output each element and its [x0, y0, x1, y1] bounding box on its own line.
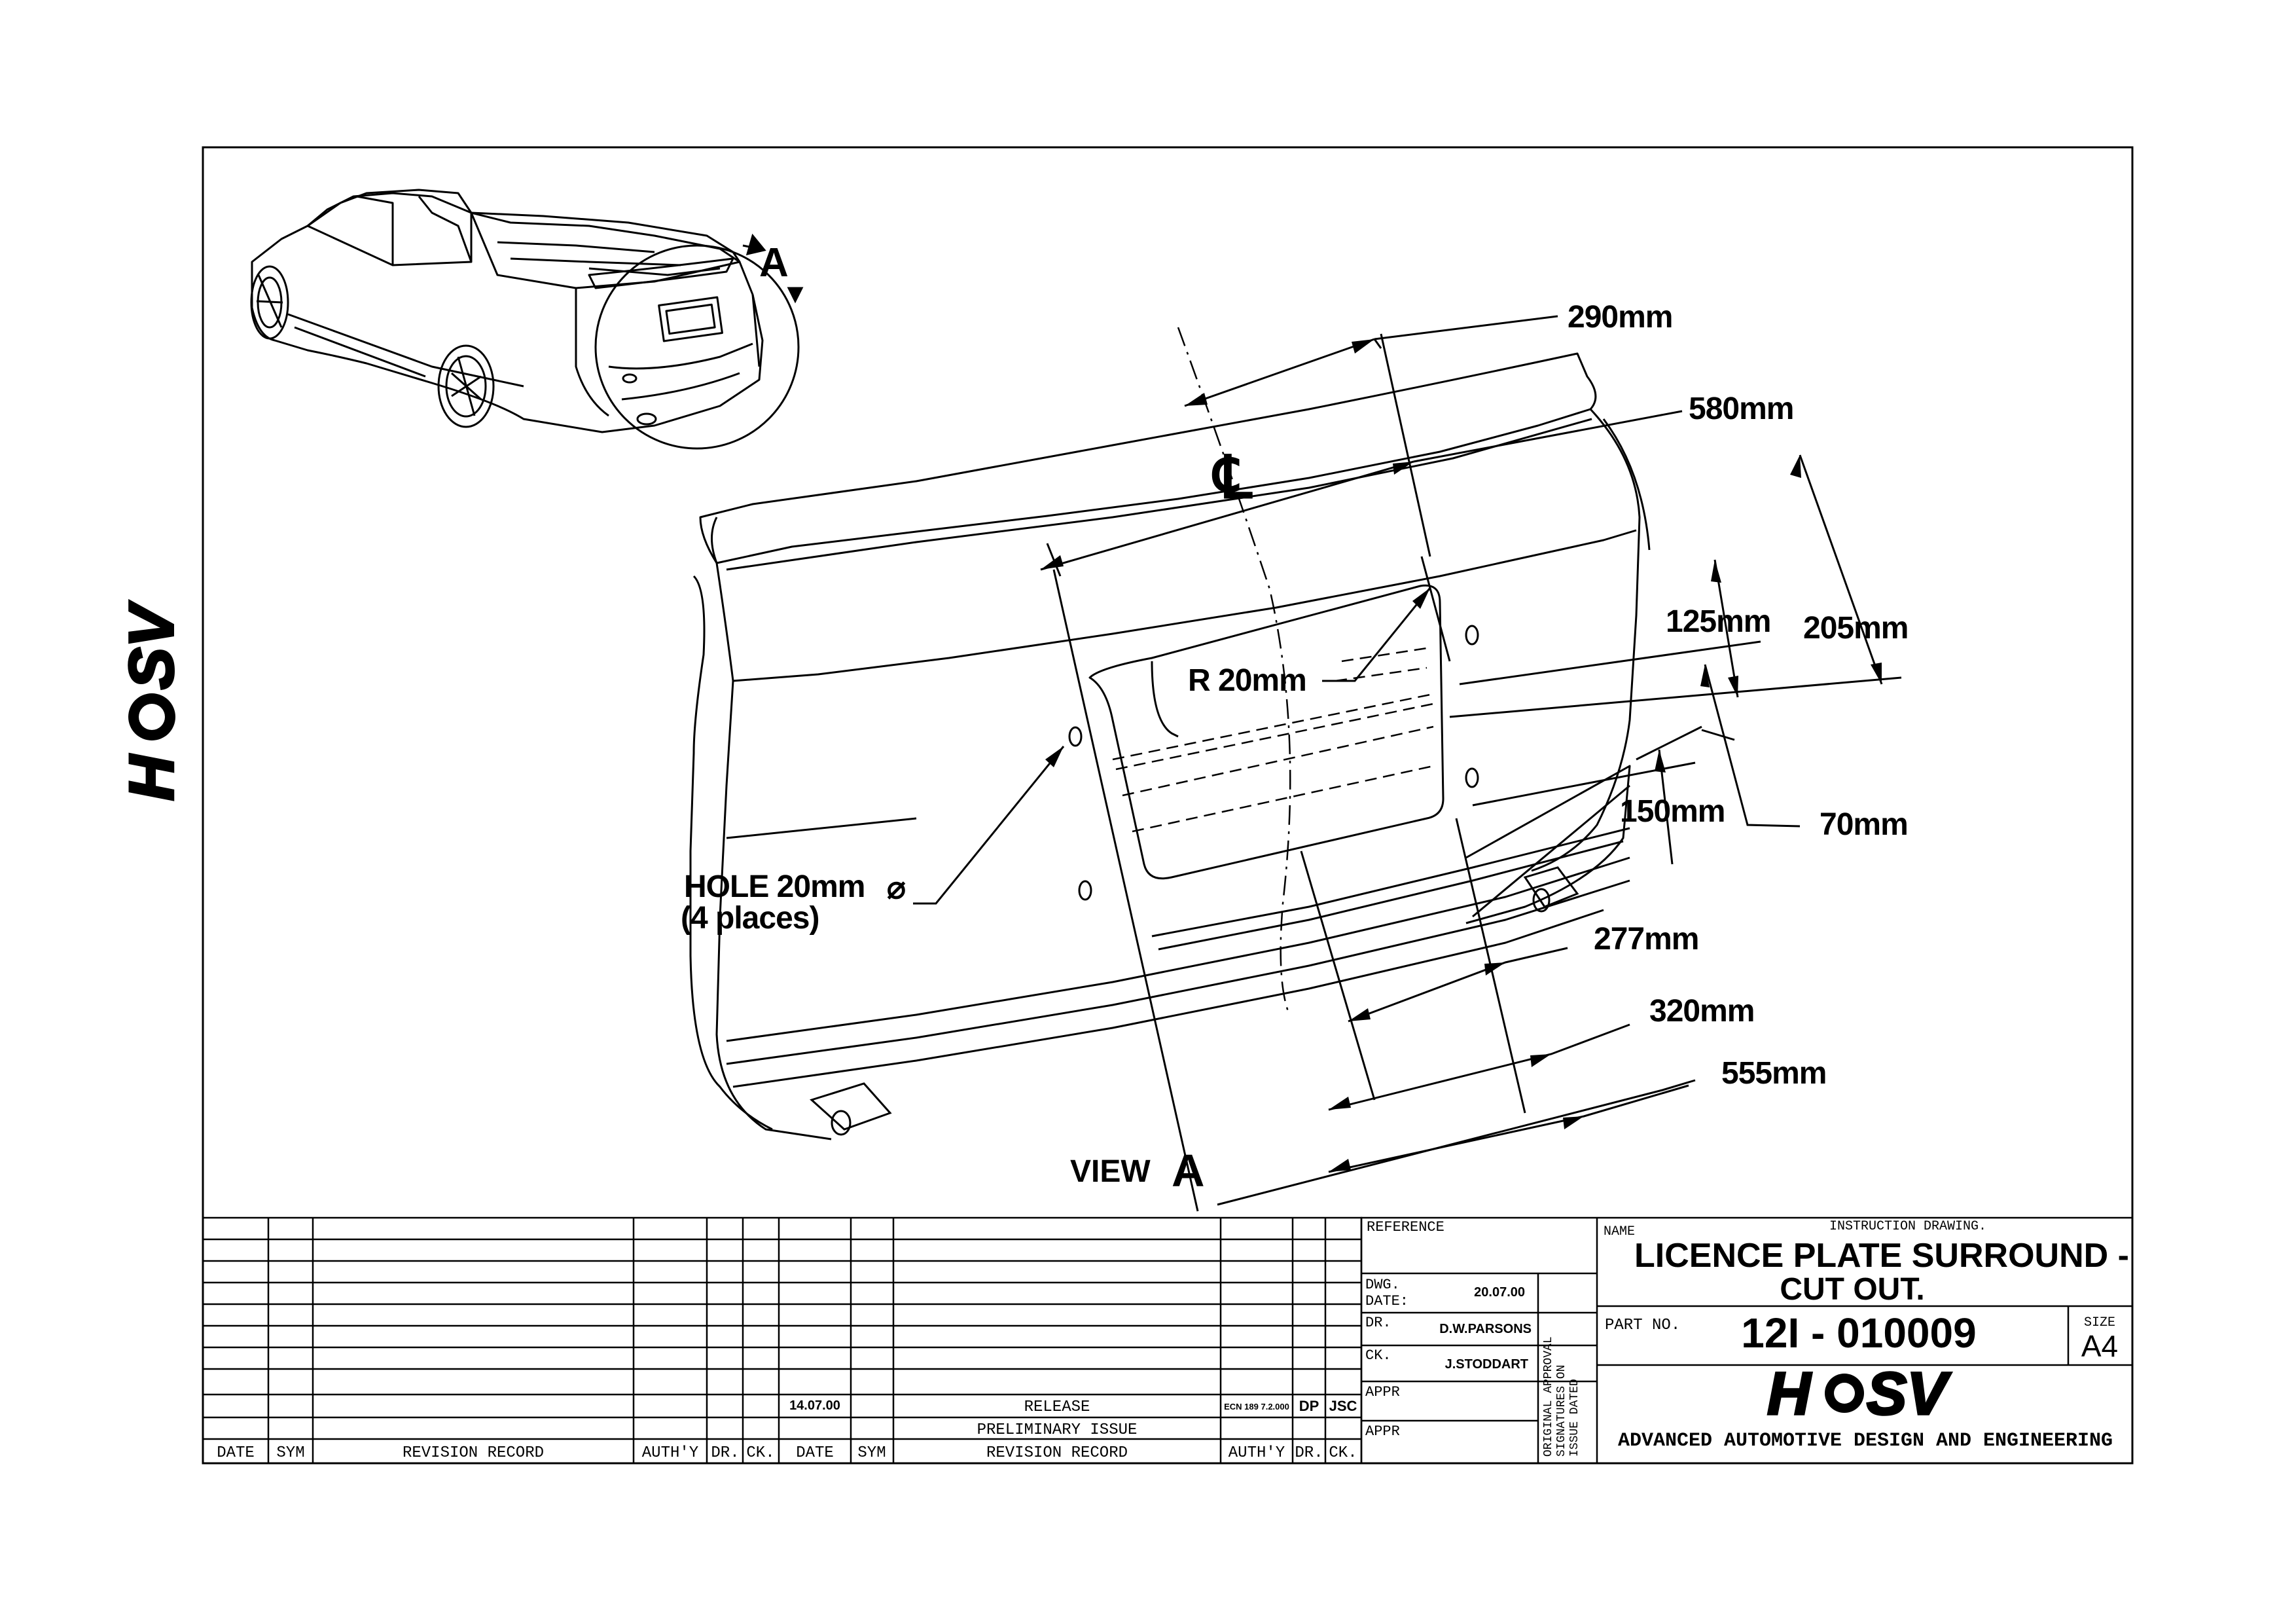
release-auth: ECN 189 7.2.000	[1224, 1402, 1289, 1412]
rev-header-auth-right: AUTH'Y	[1229, 1444, 1285, 1462]
hole-upper-right	[1465, 625, 1479, 646]
release-date: 14.07.00	[789, 1398, 840, 1413]
dwg-date-label-2: DATE:	[1365, 1293, 1408, 1309]
dimension-125: 125mm	[1666, 604, 1770, 639]
preliminary-record: PRELIMINARY ISSUE	[977, 1421, 1138, 1439]
dimension-150: 150mm	[1620, 794, 1725, 829]
title-line1: LICENCE PLATE SURROUND -	[1634, 1237, 2129, 1275]
appr-label-1: APPR	[1365, 1384, 1400, 1400]
dimension-320: 320mm	[1649, 994, 1754, 1029]
dr-label: DR.	[1365, 1315, 1391, 1331]
dimension-arrowheads	[1041, 339, 1882, 1172]
tailgate-outline	[689, 352, 1651, 1140]
appr-label-2: APPR	[1365, 1423, 1400, 1440]
dimension-205: 205mm	[1803, 611, 1908, 646]
rev-header-record-left: REVISION RECORD	[403, 1444, 544, 1462]
rev-header-ck-right: CK.	[1329, 1444, 1357, 1462]
part-no: 12I - 010009	[1741, 1309, 1976, 1357]
callout-letter-a: A	[759, 240, 789, 285]
hinge-tab-right	[1523, 866, 1579, 913]
hole-lower-right	[1465, 767, 1479, 788]
dimension-580: 580mm	[1689, 392, 1793, 426]
hole-lower-left	[1078, 880, 1092, 901]
rev-header-dr-left: DR.	[711, 1444, 739, 1462]
svg-text:H: H	[1767, 1360, 1812, 1427]
company-name: ADVANCED AUTOMOTIVE DESIGN AND ENGINEERI…	[1618, 1430, 2113, 1452]
dwg-date-label-1: DWG.	[1365, 1277, 1400, 1293]
svg-text:SV: SV	[1867, 1360, 1951, 1427]
radius-label: R 20mm	[1188, 663, 1306, 698]
svg-text:SV: SV	[117, 601, 187, 689]
dimension-70: 70mm	[1820, 807, 1908, 842]
plate-recess-hidden-lines	[1112, 647, 1434, 833]
hole-note-line1: HOLE 20mm	[684, 869, 865, 904]
release-dr: DP	[1299, 1398, 1319, 1414]
detail-callout-circle	[594, 233, 804, 450]
centerline-symbol: ℄	[1211, 445, 1253, 511]
size-label: SIZE	[2084, 1315, 2115, 1330]
hole-upper-left	[1068, 726, 1083, 747]
dimension-290: 290mm	[1568, 300, 1672, 335]
name-label: NAME	[1604, 1224, 1635, 1239]
svg-text:H: H	[117, 752, 187, 801]
vehicle-thumbnail	[250, 189, 764, 433]
ck-name: J.STODDART	[1445, 1357, 1528, 1372]
view-letter: A	[1172, 1145, 1205, 1196]
approval-note-1: ORIGINAL APPROVAL	[1542, 1336, 1555, 1457]
drawing-type: INSTRUCTION DRAWING.	[1829, 1219, 1986, 1234]
reference-label: REFERENCE	[1367, 1219, 1444, 1235]
hole-note-line2: (4 places)	[681, 901, 819, 936]
rev-header-date-right: DATE	[796, 1444, 834, 1462]
dr-name: D.W.PARSONS	[1439, 1322, 1532, 1336]
release-record: RELEASE	[1024, 1398, 1090, 1416]
dimension-555: 555mm	[1721, 1056, 1826, 1091]
rev-header-auth-left: AUTH'Y	[642, 1444, 698, 1462]
revision-table	[202, 1216, 1363, 1465]
approval-note-2: SIGNATURES ON	[1555, 1365, 1568, 1457]
size-value: A4	[2081, 1329, 2118, 1363]
view-label: VIEW	[1070, 1154, 1151, 1189]
rev-header-dr-right: DR.	[1295, 1444, 1323, 1462]
hinge-tab-left	[810, 1082, 892, 1136]
rev-header-sym-right: SYM	[857, 1444, 886, 1462]
release-ck: JSC	[1329, 1398, 1357, 1414]
ck-label: CK.	[1365, 1347, 1391, 1364]
rev-header-sym-left: SYM	[276, 1444, 304, 1462]
part-no-label: PART NO.	[1605, 1317, 1680, 1334]
centerline	[1177, 327, 1291, 1015]
rev-header-ck-left: CK.	[746, 1444, 774, 1462]
title-block	[1360, 1216, 2134, 1465]
rev-header-record-right: REVISION RECORD	[986, 1444, 1128, 1462]
approval-note-3: ISSUE DATED	[1568, 1379, 1581, 1457]
dwg-date-value: 20.07.00	[1474, 1285, 1525, 1300]
mounting-holes	[1068, 625, 1479, 901]
rev-header-date-left: DATE	[217, 1444, 255, 1462]
dimension-277: 277mm	[1594, 922, 1698, 957]
title-hsv-logo: H SV	[1766, 1359, 1952, 1429]
diameter-symbol: ⌀	[887, 871, 906, 905]
side-hsv-logo: H SV	[115, 600, 188, 802]
title-line2: CUT OUT.	[1780, 1272, 1924, 1307]
